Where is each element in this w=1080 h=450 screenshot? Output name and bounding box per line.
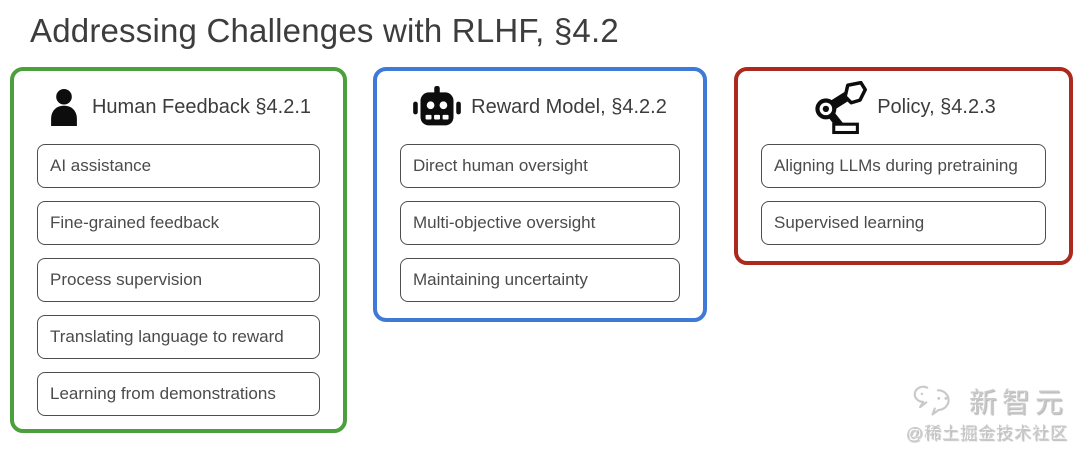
robot-arm-icon bbox=[811, 80, 868, 135]
group-header: Policy, §4.2.3 bbox=[738, 71, 1069, 144]
robot-icon bbox=[413, 85, 461, 130]
chat-bubbles-logo-icon bbox=[913, 383, 961, 419]
list-item: Supervised learning bbox=[761, 201, 1046, 245]
person-icon bbox=[46, 86, 82, 130]
list-item: Multi-objective oversight bbox=[400, 201, 680, 245]
list-item: Fine-grained feedback bbox=[37, 201, 320, 245]
list-item: Direct human oversight bbox=[400, 144, 680, 188]
group-reward-model: Reward Model, §4.2.2 Direct human oversi… bbox=[373, 67, 707, 322]
page-title: Addressing Challenges with RLHF, §4.2 bbox=[30, 12, 619, 49]
list-item: Process supervision bbox=[37, 258, 320, 302]
list-item: Aligning LLMs during pretraining bbox=[761, 144, 1046, 188]
list-item: Translating language to reward bbox=[37, 315, 320, 359]
group-policy: Policy, §4.2.3 Aligning LLMs during pret… bbox=[734, 67, 1073, 265]
watermark-handle: @稀土掘金技术社区 bbox=[905, 424, 1068, 443]
list-item: Maintaining uncertainty bbox=[400, 258, 680, 302]
group-header: Reward Model, §4.2.2 bbox=[377, 71, 703, 144]
group-label: Reward Model, §4.2.2 bbox=[471, 96, 667, 118]
list-item: Learning from demonstrations bbox=[37, 372, 320, 416]
group-header: Human Feedback §4.2.1 bbox=[14, 71, 343, 144]
group-label: Policy, §4.2.3 bbox=[877, 96, 996, 118]
watermark: 新智元 @稀土掘金技术社区 bbox=[906, 381, 1068, 444]
list-item: AI assistance bbox=[37, 144, 320, 188]
watermark-brand: 新智元 bbox=[968, 387, 1068, 418]
group-label: Human Feedback §4.2.1 bbox=[91, 96, 312, 118]
